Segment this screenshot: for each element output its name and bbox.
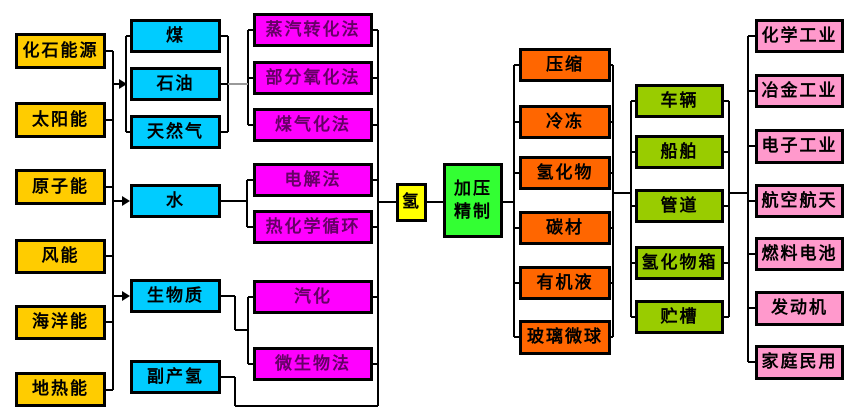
node-biomass: 生物质 bbox=[130, 279, 221, 313]
node-hydrogen: 氢 bbox=[396, 183, 427, 222]
node-label: 电解法 bbox=[284, 169, 342, 190]
node-label: 氢 bbox=[402, 192, 421, 213]
node-label: 石油 bbox=[156, 73, 195, 94]
node-label: 海洋能 bbox=[32, 312, 89, 333]
node-label: 原子能 bbox=[32, 176, 89, 197]
node-byproduct-hydrogen: 副产氢 bbox=[130, 360, 221, 394]
node-thermochemical-cycle: 热化学循环 bbox=[253, 210, 373, 244]
node-label: 船舶 bbox=[660, 141, 699, 162]
node-label: 燃料电池 bbox=[761, 243, 838, 264]
node-label: 氢化物 bbox=[536, 162, 594, 183]
node-label: 煤 bbox=[166, 25, 185, 46]
node-label: 太阳能 bbox=[32, 109, 89, 130]
node-label: 生物质 bbox=[147, 285, 204, 306]
node-compression: 压缩 bbox=[519, 48, 611, 82]
node-electrolysis: 电解法 bbox=[253, 163, 373, 197]
node-steam-reforming: 蒸汽转化法 bbox=[253, 13, 373, 47]
node-label: 发动机 bbox=[771, 298, 828, 319]
node-wind-energy: 风能 bbox=[15, 239, 106, 274]
node-partial-oxidation: 部分氧化法 bbox=[253, 61, 373, 95]
node-water: 水 bbox=[130, 184, 221, 218]
node-aerospace: 航空航天 bbox=[755, 184, 844, 218]
node-label: 蒸汽转化法 bbox=[265, 19, 361, 40]
node-ships: 船舶 bbox=[635, 135, 724, 169]
arrowhead-icon bbox=[119, 79, 127, 89]
node-label: 天然气 bbox=[147, 121, 204, 142]
node-label: 地热能 bbox=[32, 379, 89, 400]
node-household-use: 家庭民用 bbox=[755, 345, 844, 380]
node-microbial-method: 微生物法 bbox=[253, 347, 373, 381]
node-label: 热化学循环 bbox=[265, 216, 361, 237]
node-chemical-industry: 化学工业 bbox=[755, 19, 844, 53]
node-label: 部分氧化法 bbox=[265, 67, 361, 88]
node-metallurgical-industry: 冶金工业 bbox=[755, 74, 844, 108]
node-gasification: 汽化 bbox=[253, 280, 373, 314]
node-vehicles: 车辆 bbox=[635, 84, 724, 118]
node-pressurized-refining: 加压精制 bbox=[443, 163, 503, 238]
node-label: 水 bbox=[166, 190, 185, 211]
node-label: 风能 bbox=[41, 246, 80, 267]
node-solar-energy: 太阳能 bbox=[15, 102, 106, 138]
node-carbon-material: 碳材 bbox=[519, 211, 611, 245]
arrowhead-icon bbox=[122, 196, 130, 206]
node-hydride-tank: 氢化物箱 bbox=[635, 246, 724, 280]
node-petroleum: 石油 bbox=[130, 67, 221, 101]
node-label: 煤气化法 bbox=[275, 114, 351, 135]
arrowhead-icon bbox=[122, 291, 130, 301]
node-label: 家庭民用 bbox=[761, 352, 838, 373]
node-label: 电子工业 bbox=[761, 136, 838, 157]
node-label: 氢化物箱 bbox=[641, 252, 718, 273]
node-label: 航空航天 bbox=[761, 190, 838, 211]
node-glass-microsphere: 玻璃微球 bbox=[519, 320, 611, 355]
node-label: 汽化 bbox=[294, 286, 332, 307]
node-label: 玻璃微球 bbox=[527, 327, 603, 348]
node-label: 有机液 bbox=[536, 272, 594, 293]
node-label: 化学工业 bbox=[761, 25, 838, 46]
node-label: 加压精制 bbox=[454, 179, 492, 222]
node-label: 车辆 bbox=[660, 90, 699, 111]
node-fuel-cell: 燃料电池 bbox=[755, 237, 844, 271]
node-label: 微生物法 bbox=[275, 353, 351, 374]
node-organic-liquid: 有机液 bbox=[519, 266, 611, 300]
node-ocean-energy: 海洋能 bbox=[15, 305, 106, 340]
node-label: 化石能源 bbox=[22, 40, 99, 61]
node-hydride: 氢化物 bbox=[519, 156, 611, 190]
node-label: 管道 bbox=[660, 195, 699, 216]
node-label: 压缩 bbox=[546, 54, 584, 75]
node-engine: 发动机 bbox=[755, 291, 844, 326]
node-label: 副产氢 bbox=[147, 366, 204, 387]
node-natural-gas: 天然气 bbox=[130, 115, 221, 149]
node-fossil-energy: 化石能源 bbox=[15, 33, 106, 69]
node-pipelines: 管道 bbox=[635, 189, 724, 223]
node-atomic-energy: 原子能 bbox=[15, 169, 106, 205]
node-label: 冶金工业 bbox=[761, 80, 838, 101]
node-label: 冷冻 bbox=[546, 111, 584, 132]
node-label: 贮槽 bbox=[660, 306, 699, 327]
node-freezing: 冷冻 bbox=[519, 105, 611, 139]
node-geothermal-energy: 地热能 bbox=[15, 372, 106, 407]
node-electronics-industry: 电子工业 bbox=[755, 129, 844, 164]
node-storage-tank: 贮槽 bbox=[635, 300, 724, 334]
node-coal: 煤 bbox=[130, 19, 221, 53]
node-label: 碳材 bbox=[546, 217, 584, 238]
node-coal-gasification: 煤气化法 bbox=[253, 108, 373, 142]
